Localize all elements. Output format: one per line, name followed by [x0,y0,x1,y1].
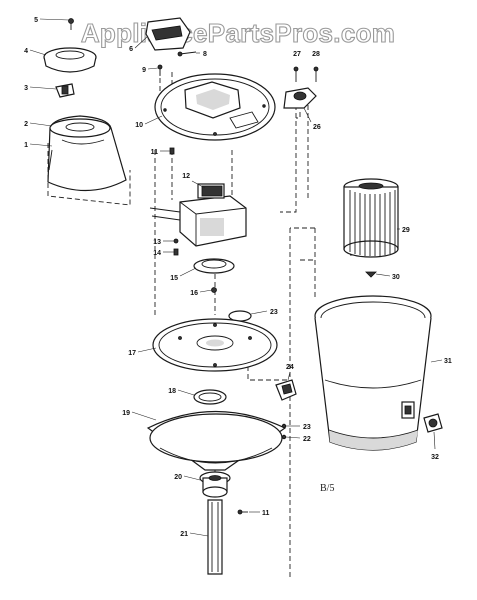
callout-15: 15 [170,275,178,282]
callout-23-upper: 23 [270,309,278,316]
part-11-screw-lower [237,509,248,515]
part-32-drain-cap [423,413,443,433]
callout-17: 17 [128,350,136,357]
part-31-tank [314,295,432,451]
callout-29: 29 [402,227,410,234]
part-8-screw [177,51,197,57]
callout-18: 18 [168,388,176,395]
callout-12: 12 [182,173,190,180]
part-4-top-cap [43,47,97,73]
part-23-small-screw [281,423,287,429]
callout-labels: 5 4 3 2 1 6 8 9 10 11 12 13 14 15 16 23 … [24,17,452,538]
callout-14: 14 [153,250,161,257]
callout-26: 26 [313,124,321,131]
part-24-latch [275,379,297,401]
part-17-base-plate [152,318,278,372]
callout-8: 8 [203,51,207,58]
part-12-motor [149,183,247,247]
callout-4: 4 [24,48,28,55]
callout-9: 9 [142,67,146,74]
callout-1: 1 [24,142,28,149]
callout-10: 10 [135,122,143,129]
callout-21: 21 [180,531,188,538]
part-28-screw [313,66,319,82]
part-27-screw [293,66,299,82]
part-9-screw [157,64,163,76]
callout-19: 19 [122,410,130,417]
callout-5: 5 [34,17,38,24]
part-11-screw-upper [169,147,175,155]
part-14-screw [173,248,179,256]
callout-3: 3 [24,85,28,92]
watermark-text: AppliancePartsPros.com [81,18,395,48]
part-21-intake-tube [207,499,223,575]
part-19-cone-lid [146,410,287,471]
callout-22: 22 [303,436,311,443]
part-16-nut [211,287,217,293]
part-26-switch-housing [283,87,317,109]
callout-6: 6 [129,46,133,53]
callout-32: 32 [431,454,439,461]
callout-30: 30 [392,274,400,281]
part-13-washer [173,238,179,244]
part-1-motor-cover [47,115,127,192]
part-18-ring [193,389,227,405]
callout-11-lower: 11 [262,510,270,517]
callout-2: 2 [24,121,28,128]
part-10-motor-plate [154,73,276,141]
callout-11-upper: 11 [151,149,159,156]
callout-24: 24 [286,364,294,371]
part-6-bracket [145,17,191,51]
part-5-screw [68,18,74,30]
callout-13: 13 [153,239,161,246]
part-3-knob [55,83,75,98]
part-20-coupling [199,471,231,498]
callout-leader-lines [29,18,443,537]
diagram-code: B/5 [320,483,334,494]
callout-23-lower: 23 [303,424,311,431]
part-30-filter-nut [365,271,377,278]
callout-28: 28 [312,51,320,58]
callout-31: 31 [444,358,452,365]
part-15-fan [193,258,235,274]
callout-20: 20 [174,474,182,481]
callout-27: 27 [293,51,301,58]
callout-16: 16 [190,290,198,297]
part-29-cartridge-filter [343,178,399,258]
part-22-small-nut [281,434,287,440]
